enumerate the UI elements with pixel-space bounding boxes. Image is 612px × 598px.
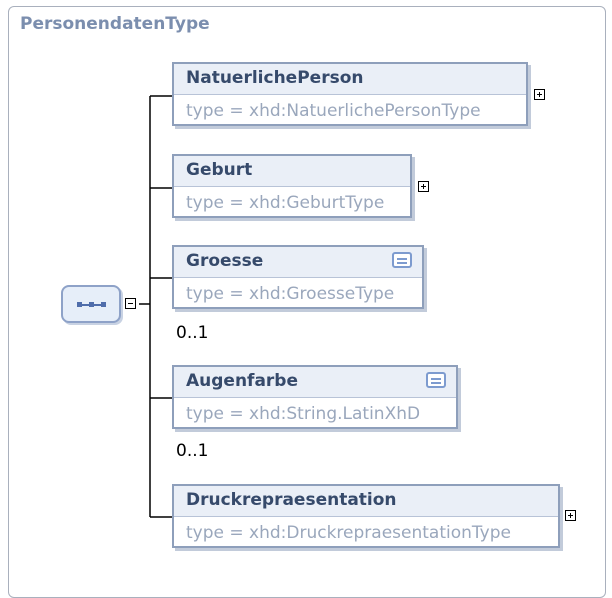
- element-name: Druckrepraesentation: [174, 486, 558, 517]
- element-name: NatuerlichePerson: [174, 64, 526, 95]
- collapse-toggle-icon[interactable]: [125, 298, 136, 309]
- element-geburt[interactable]: Geburt type = xhd:GeburtType: [172, 154, 412, 218]
- sequence-compositor[interactable]: [61, 285, 121, 323]
- expand-toggle-icon[interactable]: [565, 510, 576, 521]
- element-augenfarbe[interactable]: Augenfarbe type = xhd:String.LatinXhD: [172, 365, 458, 429]
- element-groesse[interactable]: Groesse type = xhd:GroesseType: [172, 245, 424, 309]
- documentation-icon: [426, 372, 446, 388]
- element-type: type = xhd:DruckrepraesentationType: [186, 523, 511, 543]
- diagram-title: PersonendatenType: [20, 14, 210, 34]
- documentation-icon: [392, 252, 412, 268]
- cardinality-label: 0..1: [176, 323, 209, 343]
- element-name: Geburt: [174, 156, 410, 187]
- element-name: Groesse: [174, 247, 422, 278]
- cardinality-label: 0..1: [176, 441, 209, 461]
- element-type: type = xhd:String.LatinXhD: [186, 404, 421, 424]
- element-type: type = xhd:GroesseType: [186, 284, 395, 304]
- expand-toggle-icon[interactable]: [534, 89, 545, 100]
- sequence-dot: [89, 302, 94, 307]
- element-name: Augenfarbe: [174, 367, 456, 398]
- element-natuerlicheperson[interactable]: NatuerlichePerson type = xhd:Natuerliche…: [172, 62, 528, 126]
- element-type: type = xhd:GeburtType: [186, 193, 385, 213]
- element-druckrepraesentation[interactable]: Druckrepraesentation type = xhd:Druckrep…: [172, 484, 560, 548]
- expand-toggle-icon[interactable]: [418, 181, 429, 192]
- sequence-dot: [101, 302, 106, 307]
- connector-lines: [139, 95, 172, 518]
- sequence-dot: [77, 302, 82, 307]
- element-type: type = xhd:NatuerlichePersonType: [186, 101, 481, 121]
